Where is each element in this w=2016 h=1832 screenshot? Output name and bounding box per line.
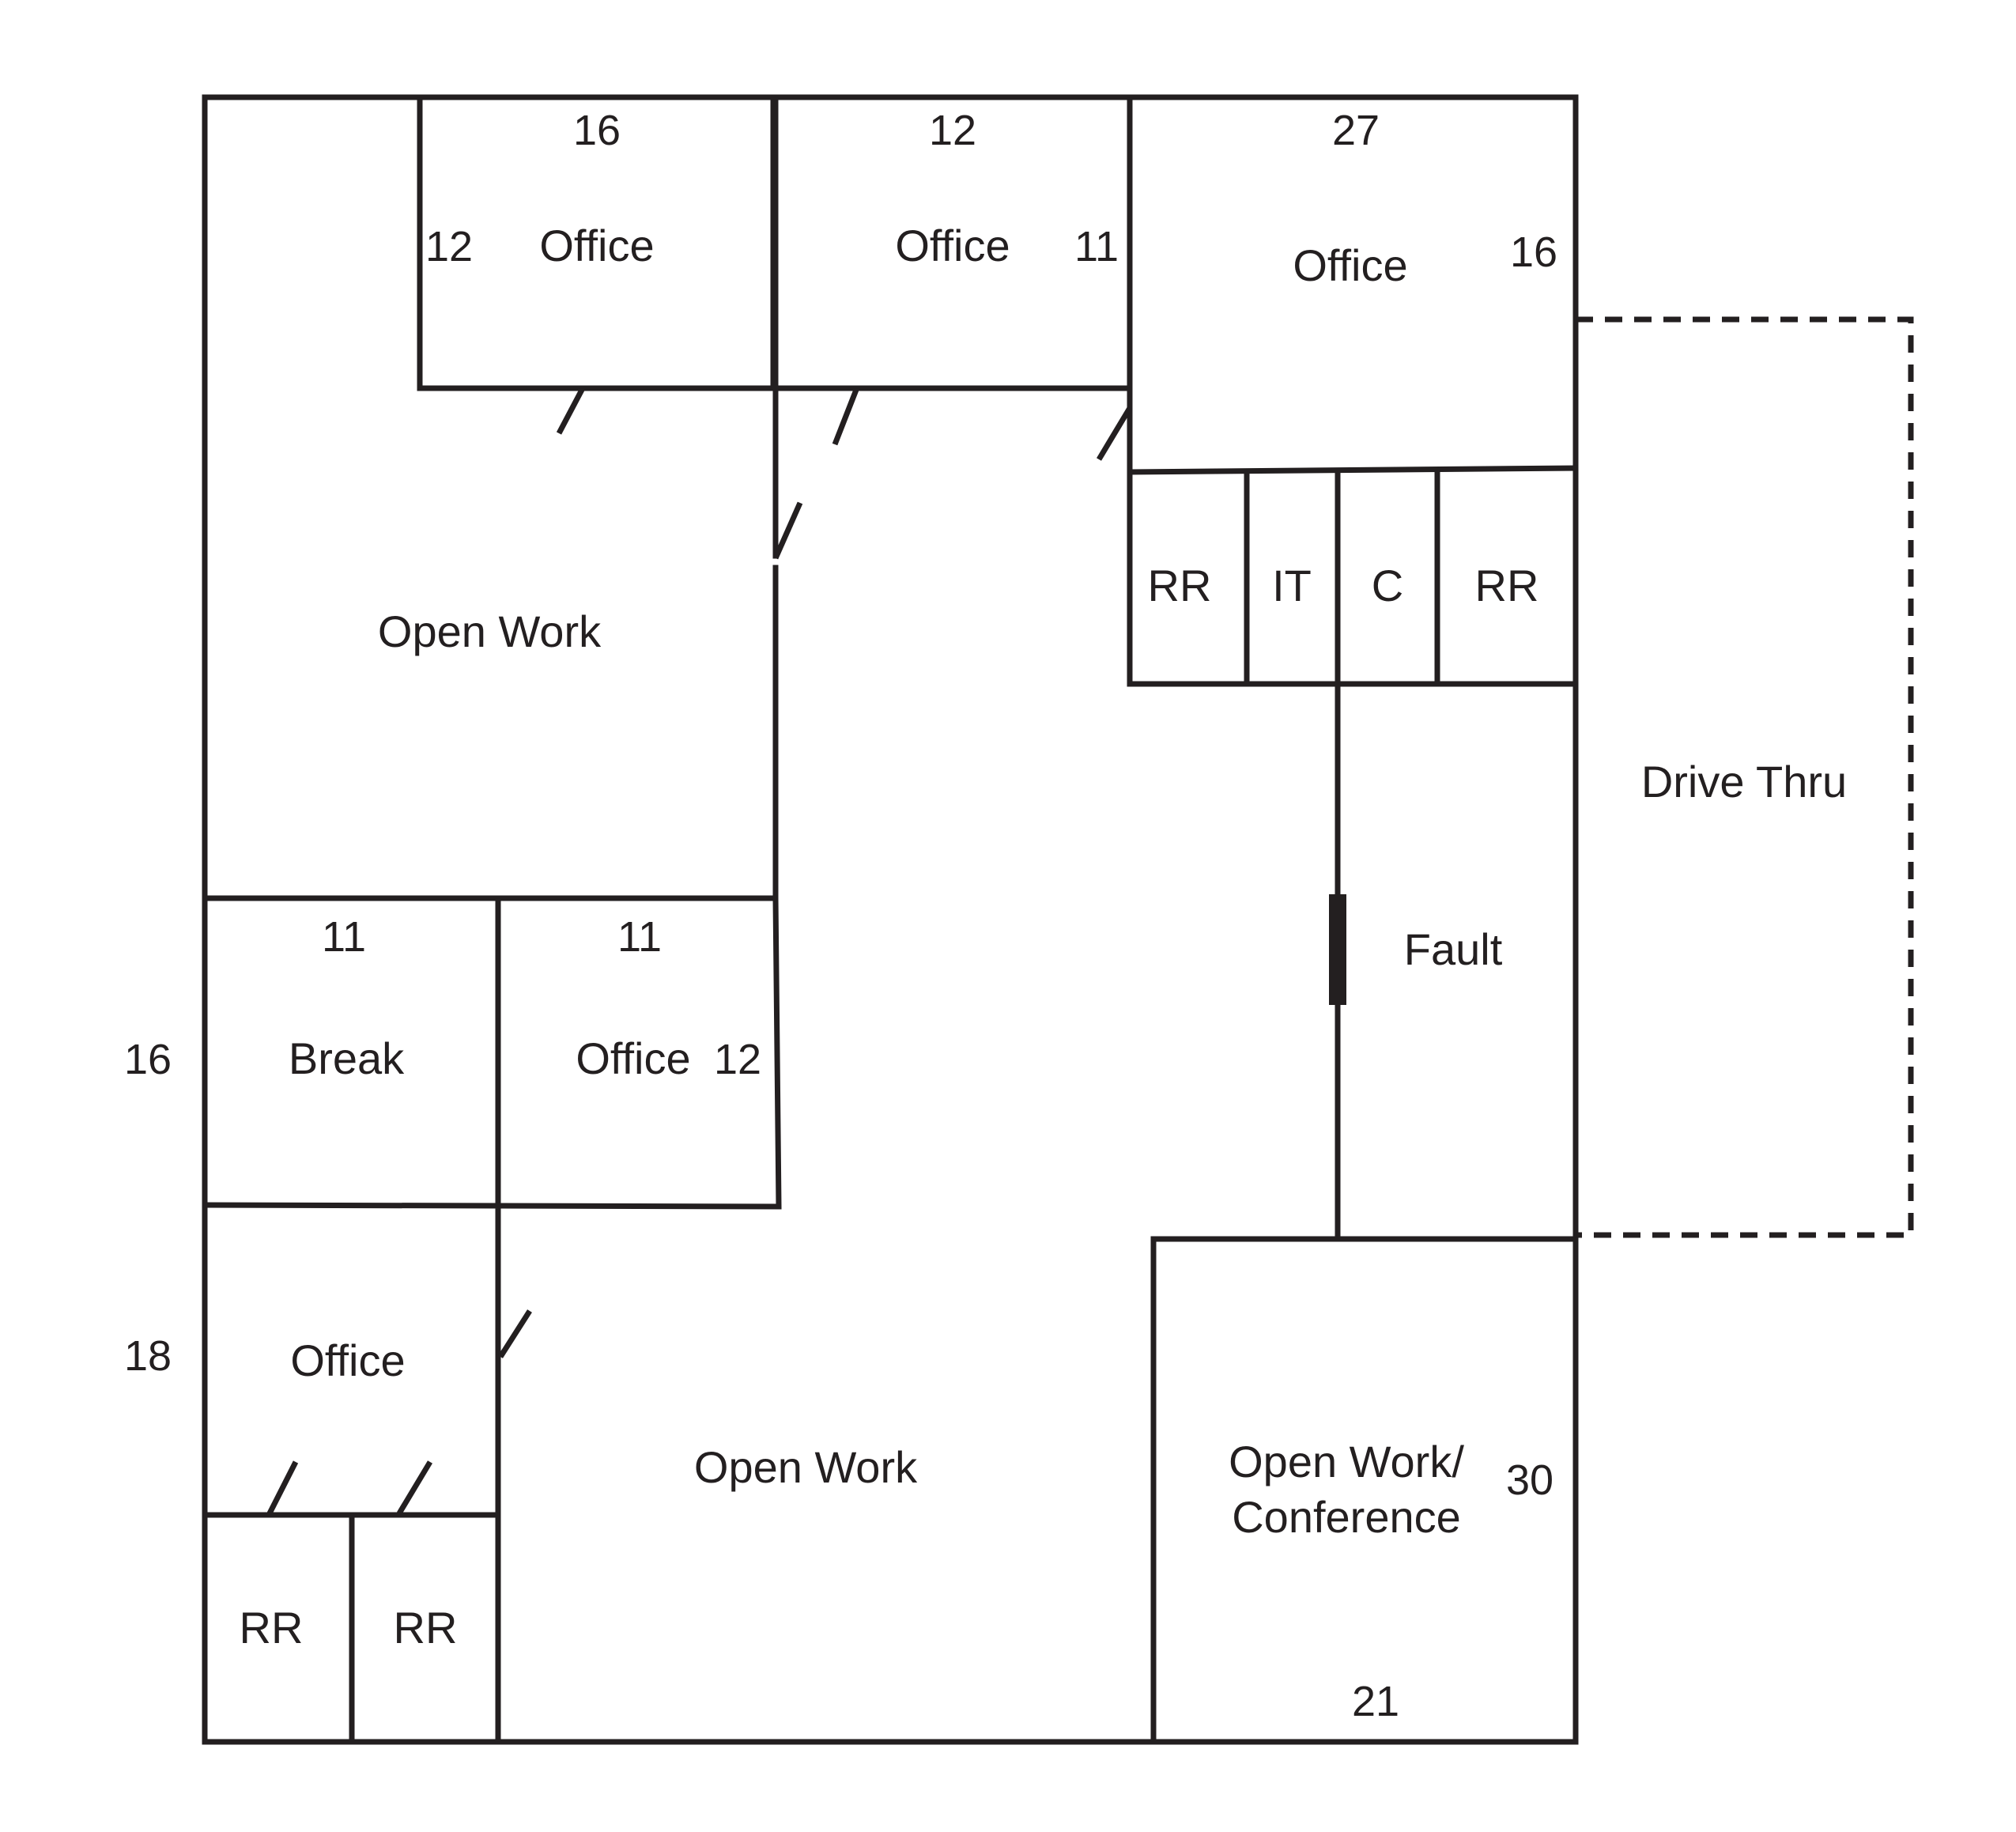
dimension-label: 12: [425, 223, 473, 270]
dimension-label: 27: [1332, 107, 1380, 154]
room-label-office: Office: [290, 1335, 405, 1385]
door-swing: [396, 1460, 433, 1515]
room-label-rr: RR: [394, 1603, 458, 1653]
room-label-office: Office: [895, 221, 1010, 270]
dimension-label: 21: [1352, 1678, 1399, 1725]
door-swing: [772, 501, 803, 560]
room-label-office: Office: [539, 221, 654, 270]
room-label-rr: RR: [1148, 561, 1212, 610]
room-label-rr: RR: [1475, 561, 1539, 610]
room-label-conference: Conference: [1232, 1492, 1461, 1542]
dimension-label: 18: [124, 1332, 172, 1380]
door-swing: [266, 1460, 299, 1515]
dimension-label: 12: [929, 107, 976, 154]
break-office-walls: [202, 895, 782, 1745]
room-label-c: C: [1372, 561, 1403, 610]
open-work-upper-wall: [202, 385, 779, 901]
fault-marker: [1329, 894, 1346, 1005]
room-label-office: Office: [1293, 240, 1407, 290]
room-label-open-work: Open Work: [378, 606, 602, 656]
conference-walls: [1150, 1236, 1579, 1745]
dimension-label: 12: [714, 1036, 761, 1083]
door-swing: [498, 1309, 532, 1358]
lower-left-walls: [202, 1512, 501, 1745]
dimension-label: 16: [573, 107, 621, 154]
dimension-label: 30: [1506, 1456, 1554, 1504]
dimension-label: 11: [322, 913, 366, 961]
room-label-open-work: Open Work: [694, 1442, 918, 1492]
dimension-label: 16: [1510, 229, 1557, 276]
room-label-drive-thru: Drive Thru: [1641, 757, 1847, 806]
door-swing: [556, 388, 585, 435]
dimension-label: 11: [1074, 223, 1119, 270]
dimension-label: 16: [124, 1036, 172, 1083]
dimension-label: 11: [617, 913, 662, 961]
door-swing: [1096, 406, 1133, 461]
room-label-it: IT: [1272, 561, 1312, 610]
room-label-fault: Fault: [1404, 924, 1503, 974]
service-row-walls: [1127, 467, 1579, 687]
room-label-break: Break: [289, 1033, 405, 1083]
room-label-rr: RR: [240, 1603, 304, 1653]
room-label-office: Office: [576, 1033, 690, 1083]
door-swing: [832, 388, 859, 446]
room-label-conference: Open Work/: [1229, 1437, 1464, 1486]
drive-thru-outline: [1576, 316, 1914, 1238]
